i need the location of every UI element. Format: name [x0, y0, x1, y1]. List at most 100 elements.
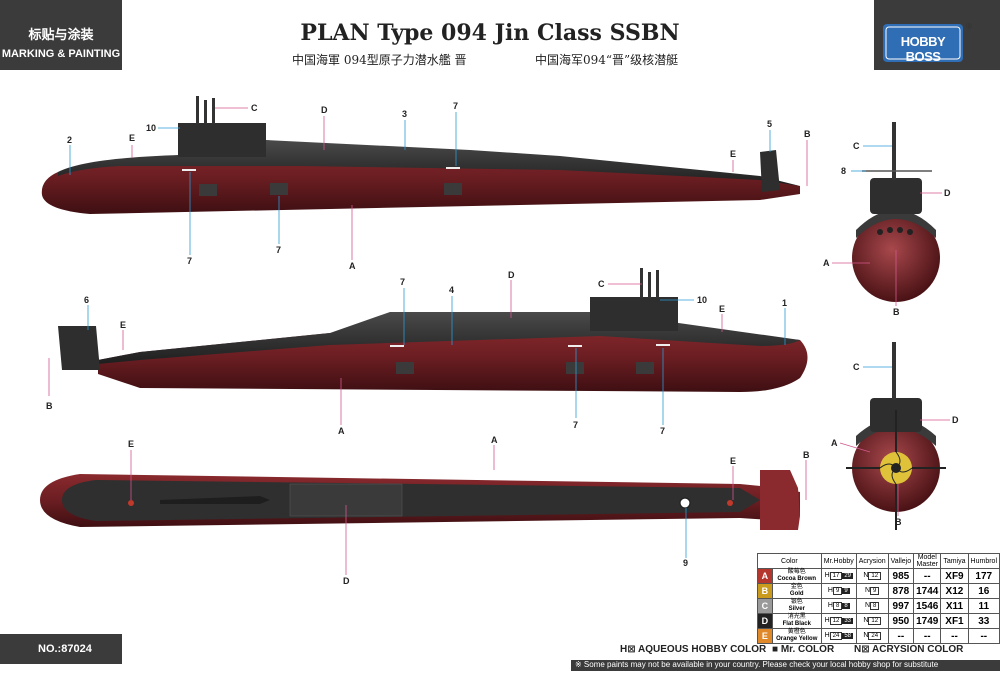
hatch-1c — [444, 183, 462, 195]
label-8: 8 — [841, 166, 846, 176]
col-tamiya: Tamiya — [940, 553, 969, 569]
rudder-2 — [58, 326, 100, 370]
vallejo-code: 878 — [887, 583, 915, 599]
vallejo-code: -- — [887, 628, 915, 644]
hatch-1b — [270, 183, 288, 195]
tamiya-code: XF9 — [940, 568, 969, 584]
color-letter: A — [757, 568, 773, 584]
marker-7e — [656, 344, 670, 346]
vallejo-code: 985 — [887, 568, 915, 584]
brand-name: HOBBY BOSS — [900, 34, 946, 64]
mast-2b — [648, 272, 651, 298]
deck-front — [856, 210, 936, 238]
label-6: 6 — [84, 295, 89, 305]
color-letter: C — [757, 598, 773, 614]
registered-mark: ® — [966, 22, 972, 31]
label-d-1: D — [321, 105, 328, 115]
color-letter: E — [757, 628, 773, 644]
label-e-2: E — [730, 149, 736, 159]
col-vallejo: Vallejo — [887, 553, 915, 569]
label-7-6: 7 — [660, 426, 665, 436]
label-3: 3 — [402, 109, 407, 119]
label-e-6: E — [730, 456, 736, 466]
tamiya-code: -- — [940, 628, 969, 644]
marker-e-top-1 — [128, 500, 134, 506]
availability-note: ※ Some paints may not be available in yo… — [571, 660, 1000, 671]
label-7-3: 7 — [276, 245, 281, 255]
label-9: 9 — [683, 558, 688, 568]
sail-top — [160, 496, 270, 504]
modelmaster-code: 1749 — [913, 613, 942, 629]
label-d-4: D — [944, 188, 951, 198]
label-c-4: C — [853, 362, 860, 372]
label-b-5: B — [895, 517, 902, 527]
section-title-en: MARKING & PAINTING — [1, 48, 121, 60]
mast-front — [892, 122, 896, 180]
humbrol-code: 177 — [967, 568, 1000, 584]
modelmaster-code: 1744 — [913, 583, 942, 599]
product-number: NO.:87024 — [0, 634, 122, 664]
tamiya-code: X11 — [940, 598, 969, 614]
modelmaster-code: -- — [913, 628, 942, 644]
subtitle-chinese: 中国海军094“晋”级核潜艇 — [535, 53, 679, 67]
hatch-2b — [566, 362, 584, 374]
top-view: E A E B D 9 — [40, 435, 810, 586]
legend-acrysion: N⊠ ACRYSION COLOR — [854, 644, 964, 655]
humbrol-code: -- — [967, 628, 1000, 644]
label-b-3: B — [803, 450, 810, 460]
subtitle-japanese: 中国海軍 094型原子力潜水艦 晋 — [292, 53, 467, 67]
mast-2a — [640, 268, 643, 298]
marker-7c — [390, 345, 404, 347]
label-10-1: 10 — [146, 123, 156, 133]
paint-color-table: Color Mr.Hobby Acrysion Vallejo Model Ma… — [757, 553, 1000, 644]
label-b-1: B — [804, 129, 811, 139]
page-title: PLAN Type 094 Jin Class SSBN — [300, 20, 680, 46]
col-modelmaster: Model Master — [913, 553, 942, 569]
vallejo-code: 950 — [887, 613, 915, 629]
tamiya-code: X12 — [940, 583, 969, 599]
col-humbrol: Humbrol — [967, 553, 1000, 569]
label-d-3: D — [343, 576, 350, 586]
side-view-starboard: 2 E 10 C D 3 7 E 5 B 7 7 A — [41, 96, 811, 271]
label-c-2: C — [598, 279, 605, 289]
humbrol-code: 16 — [967, 583, 1000, 599]
mast-rear — [892, 342, 896, 400]
modelmaster-code: 1546 — [913, 598, 942, 614]
front-view: C 8 D A B — [823, 122, 951, 317]
marker-7a — [182, 169, 196, 171]
vallejo-code: 997 — [887, 598, 915, 614]
label-a-5: A — [831, 438, 838, 448]
label-c-3: C — [853, 141, 860, 151]
color-letter: D — [757, 613, 773, 629]
humbrol-code: 33 — [967, 613, 1000, 629]
label-a-3: A — [491, 435, 498, 445]
label-a-4: A — [823, 258, 830, 268]
label-b-2: B — [46, 401, 53, 411]
label-d-2: D — [508, 270, 515, 280]
label-a-1: A — [349, 261, 356, 271]
legend-aqueous: H⊠ AQUEOUS HOBBY COLOR — [620, 644, 767, 655]
marker-e-top-2 — [727, 500, 733, 506]
label-d-5: D — [952, 415, 959, 425]
label-e-3: E — [120, 320, 126, 330]
mast-2c — [656, 270, 659, 298]
hatch-1a — [199, 184, 217, 196]
label-a-2: A — [338, 426, 345, 436]
marker-9-top — [679, 497, 691, 509]
label-7-2: 7 — [187, 256, 192, 266]
label-e-4: E — [719, 304, 725, 314]
